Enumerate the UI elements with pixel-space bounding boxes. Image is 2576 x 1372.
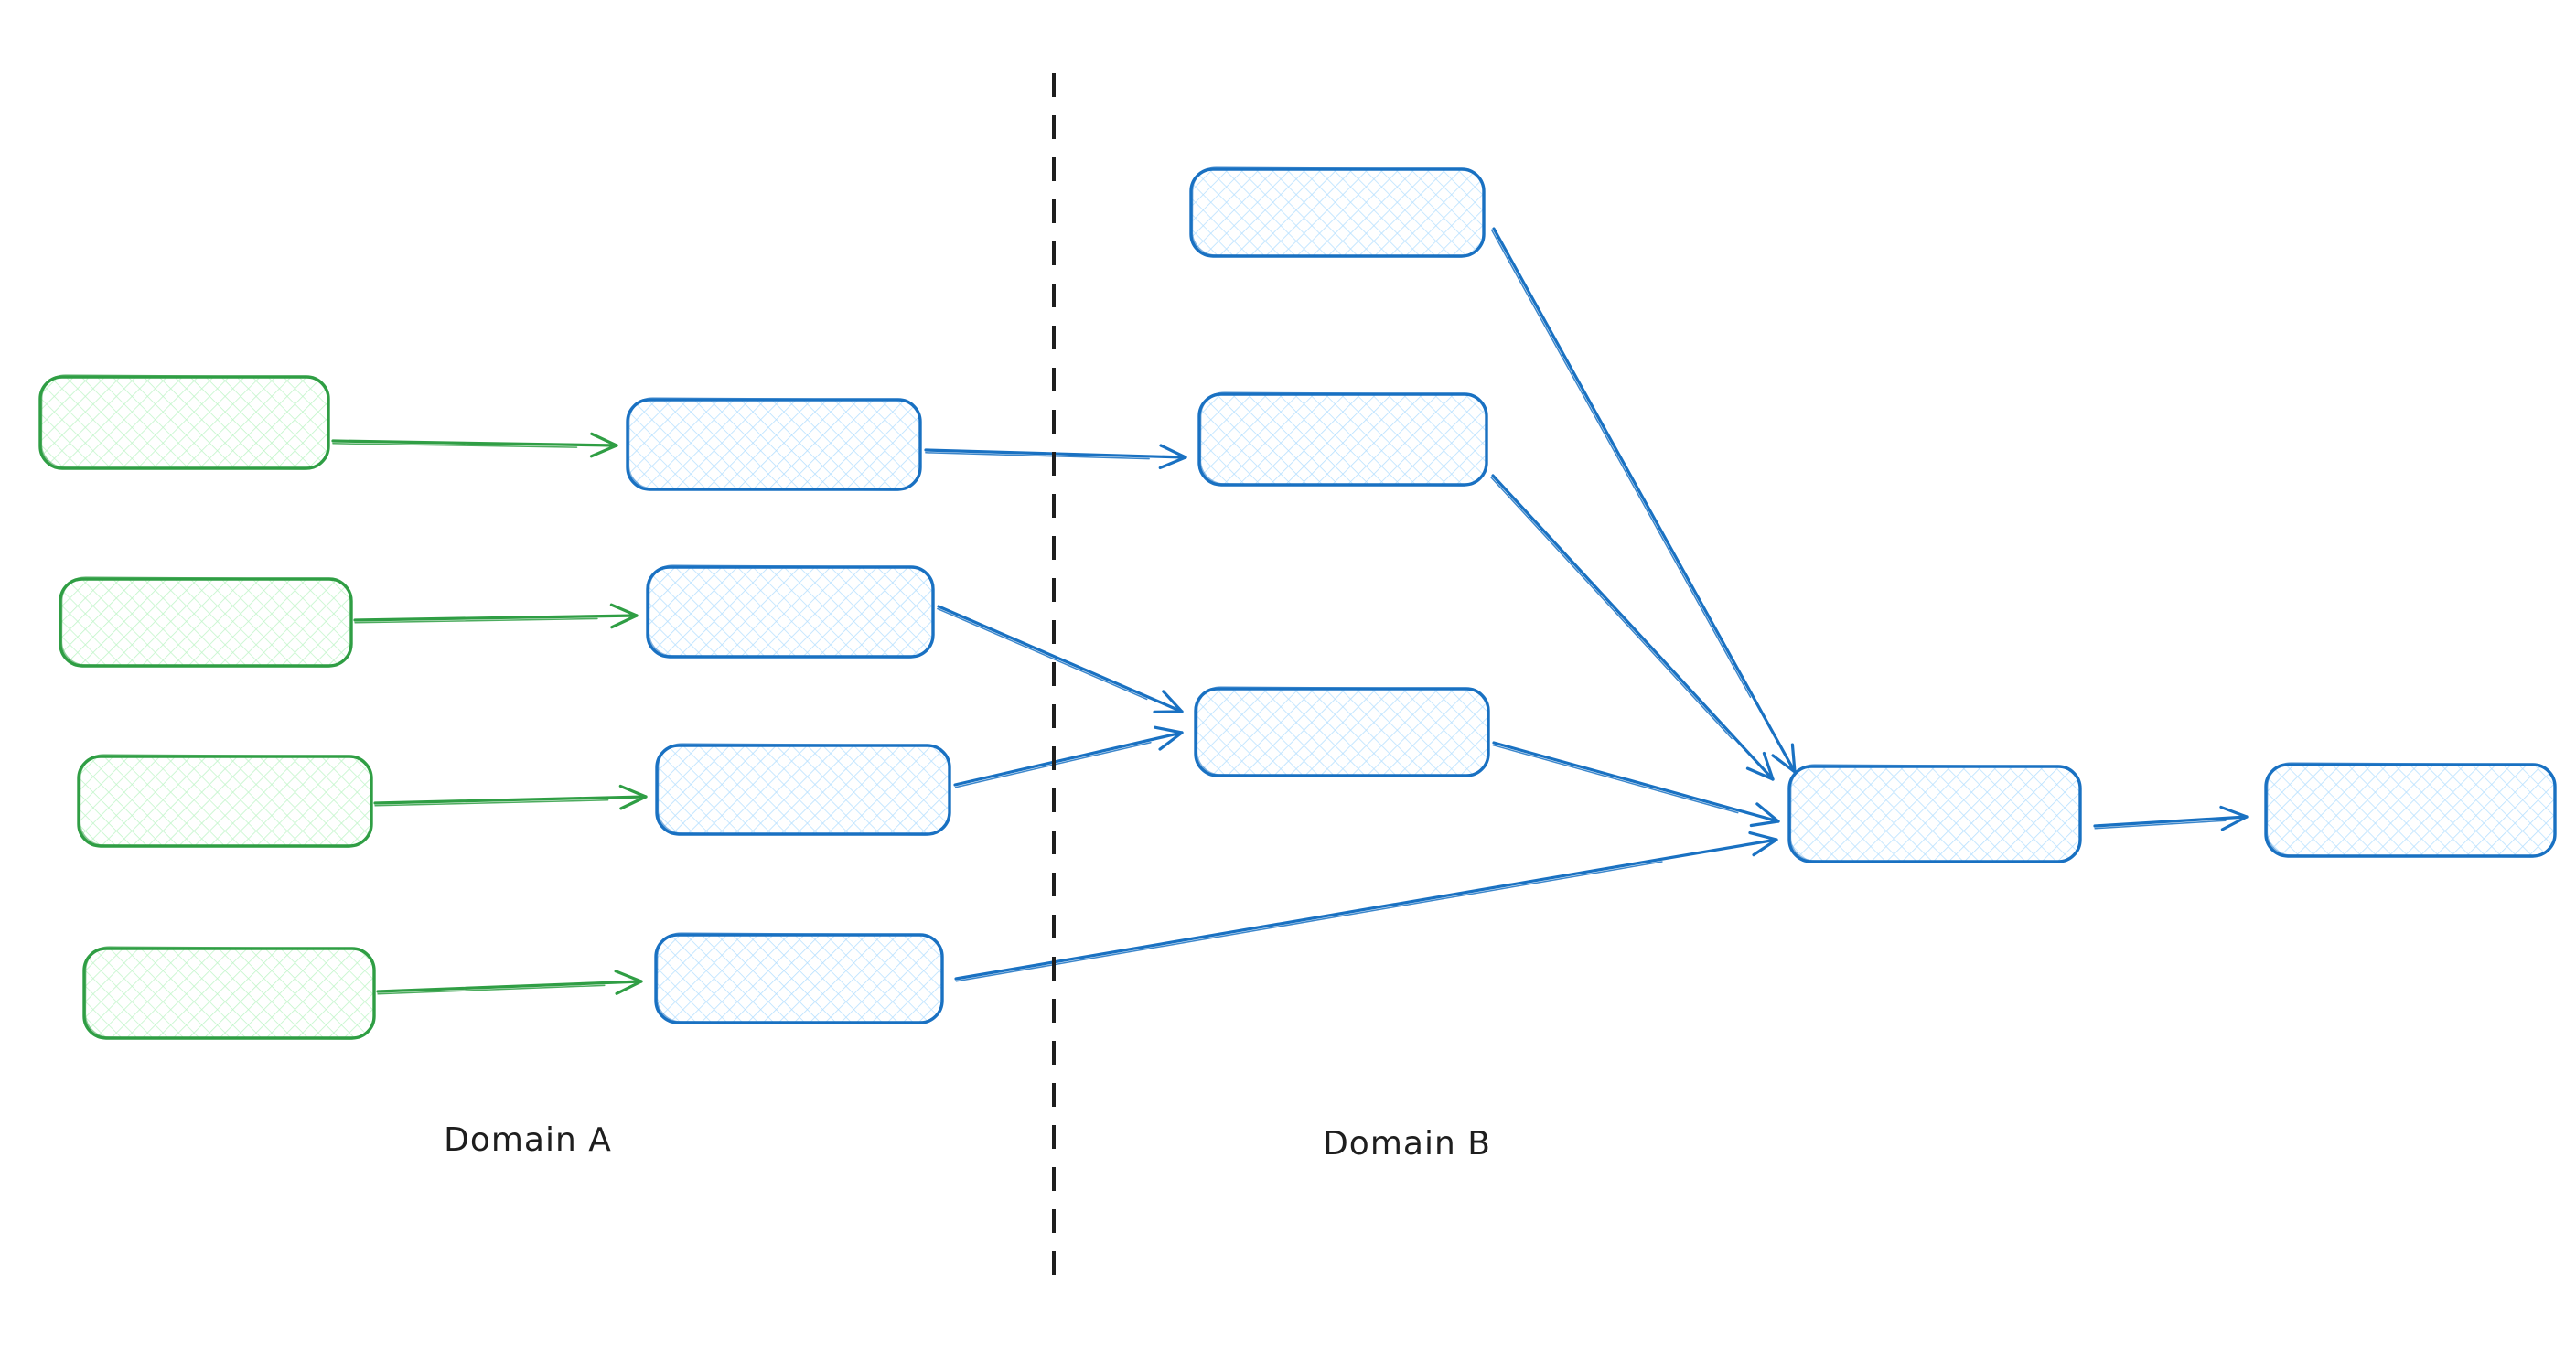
node-domain-a-source-1[interactable] — [38, 374, 330, 470]
node-domain-a-source-4[interactable] — [82, 946, 376, 1040]
node-domain-a-source-2[interactable] — [59, 576, 353, 668]
edge-source3-to-stage3[interactable] — [373, 784, 648, 810]
node-domain-a-stage-3[interactable] — [655, 743, 951, 836]
edge-b-top-to-merge[interactable] — [1490, 227, 1797, 774]
node-domain-b-merge[interactable] — [1787, 764, 2082, 863]
labels-layer: Domain A Domain B — [444, 1121, 1491, 1163]
node-domain-b-top[interactable] — [1189, 166, 1486, 258]
node-domain-a-stage-4[interactable] — [654, 932, 944, 1024]
region-label-domain-b[interactable]: Domain B — [1323, 1125, 1491, 1163]
node-domain-a-stage-1[interactable] — [626, 397, 922, 491]
edge-stage3-to-b-lower[interactable] — [953, 725, 1184, 788]
edge-stage2-to-b-lower[interactable] — [937, 605, 1184, 713]
edge-b-lower-to-merge[interactable] — [1492, 741, 1780, 828]
node-domain-a-source-3[interactable] — [77, 754, 373, 848]
node-domain-b-lower[interactable] — [1194, 686, 1490, 777]
nodes-layer — [38, 166, 2557, 1040]
edge-b-mid-to-merge[interactable] — [1490, 474, 1775, 781]
node-domain-b-output[interactable] — [2264, 762, 2557, 858]
edge-source1-to-stage1[interactable] — [331, 432, 618, 458]
edges-layer — [331, 227, 2249, 995]
edge-source2-to-stage2[interactable] — [353, 603, 639, 629]
edge-merge-to-output[interactable] — [2093, 805, 2249, 831]
node-domain-a-stage-2[interactable] — [646, 564, 935, 659]
region-label-domain-a[interactable]: Domain A — [444, 1121, 612, 1159]
node-domain-b-mid[interactable] — [1197, 391, 1488, 487]
edge-stage4-to-merge[interactable] — [954, 831, 1778, 982]
edge-source4-to-stage4[interactable] — [376, 970, 643, 995]
